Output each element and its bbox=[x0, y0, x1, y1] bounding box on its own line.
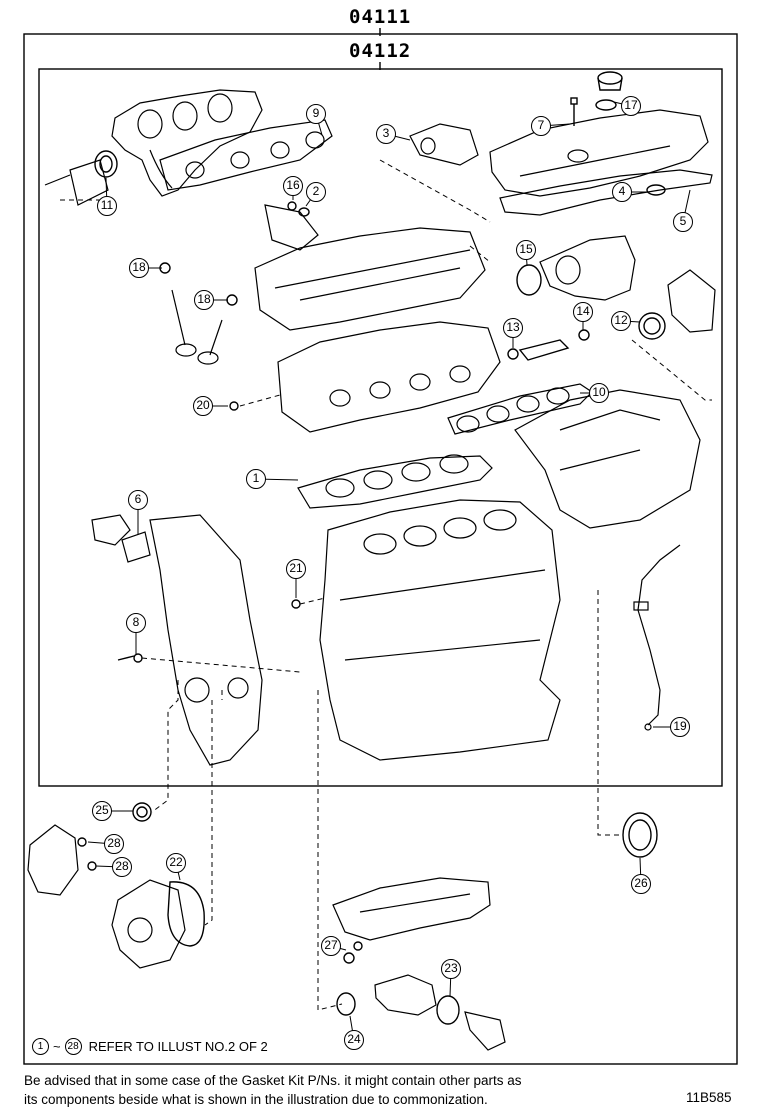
refer-tilde: ~ bbox=[53, 1039, 61, 1054]
callout-1: 1 bbox=[246, 469, 266, 489]
callout-7: 7 bbox=[531, 116, 551, 136]
callout-22: 22 bbox=[166, 853, 186, 873]
callout-28: 28 bbox=[104, 834, 124, 854]
refer-note: 1 ~ 28 REFER TO ILLUST NO.2 OF 2 bbox=[32, 1038, 268, 1055]
drain-plug bbox=[343, 941, 363, 964]
callout-15: 15 bbox=[516, 240, 536, 260]
callout-12: 12 bbox=[611, 311, 631, 331]
throttle-gasket bbox=[516, 264, 542, 296]
exhaust-ring-gasket bbox=[94, 150, 118, 178]
callout-start: 1 bbox=[32, 1038, 49, 1055]
exhaust-manifold bbox=[44, 89, 263, 206]
refer-text: REFER TO ILLUST NO.2 OF 2 bbox=[88, 1039, 268, 1054]
throttle-body bbox=[539, 235, 636, 301]
egr-gasket bbox=[638, 312, 666, 340]
callout-23: 23 bbox=[441, 959, 461, 979]
strainer-gasket bbox=[336, 992, 460, 1025]
kit-04111-frame bbox=[23, 33, 738, 1065]
rear-oil-seal bbox=[622, 812, 658, 858]
callout-27: 27 bbox=[321, 936, 341, 956]
callout-9: 9 bbox=[306, 104, 326, 124]
illustration-code: 11B585 bbox=[686, 1090, 732, 1105]
callout-2: 2 bbox=[306, 182, 326, 202]
callout-3: 3 bbox=[376, 124, 396, 144]
small-orings bbox=[159, 201, 310, 609]
cylinder-block bbox=[319, 499, 561, 761]
head-gasket bbox=[297, 454, 493, 509]
pump-inlet bbox=[27, 824, 79, 896]
callout-25: 25 bbox=[92, 801, 112, 821]
intake-gasket bbox=[447, 383, 593, 435]
callout-8: 8 bbox=[126, 613, 146, 633]
water-pump bbox=[111, 879, 186, 969]
oil-level-gauge bbox=[633, 544, 681, 731]
disclaimer-line: Be advised that in some case of the Gask… bbox=[24, 1073, 522, 1088]
callout-21: 21 bbox=[286, 559, 306, 579]
kit-number-04111: 04111 bbox=[349, 6, 412, 28]
disclaimer: Be advised that in some case of the Gask… bbox=[24, 1071, 664, 1109]
callout-4: 4 bbox=[612, 182, 632, 202]
cylinder-head-cover bbox=[489, 109, 709, 197]
callout-18: 18 bbox=[129, 258, 149, 278]
head-cover-gasket bbox=[499, 169, 713, 216]
disclaimer-line: its components beside what is shown in t… bbox=[24, 1092, 488, 1107]
oil-filler-cap bbox=[595, 71, 666, 196]
kit-04112-frame bbox=[38, 68, 723, 787]
callout-26: 26 bbox=[631, 874, 651, 894]
kit-number-04112: 04112 bbox=[349, 40, 412, 62]
cylinder-head bbox=[277, 321, 501, 433]
cover-bolt bbox=[570, 97, 578, 126]
callout-18: 18 bbox=[194, 290, 214, 310]
callout-10: 10 bbox=[589, 383, 609, 403]
leader-lines bbox=[60, 159, 712, 1011]
intake-manifold bbox=[514, 389, 701, 529]
egr-pipe bbox=[667, 269, 716, 333]
oil-pan bbox=[332, 877, 491, 941]
callout-24: 24 bbox=[344, 1030, 364, 1050]
callout-6: 6 bbox=[128, 490, 148, 510]
callout-end: 28 bbox=[64, 1038, 82, 1055]
valve-group bbox=[171, 204, 319, 365]
camshaft-housing bbox=[254, 227, 486, 331]
exhaust-gasket bbox=[159, 119, 333, 191]
pcv-parts bbox=[507, 329, 590, 361]
callout-20: 20 bbox=[193, 396, 213, 416]
pump-gasket bbox=[167, 881, 205, 947]
water-inlet-gasket bbox=[91, 514, 151, 563]
callout-17: 17 bbox=[621, 96, 641, 116]
timing-bolt bbox=[117, 653, 143, 663]
callout-28: 28 bbox=[112, 857, 132, 877]
callout-14: 14 bbox=[573, 302, 593, 322]
oil-strainer bbox=[374, 974, 506, 1051]
water-outlet bbox=[409, 123, 479, 166]
crank-seal-front bbox=[132, 802, 152, 822]
callout-11: 11 bbox=[97, 196, 117, 216]
callout-13: 13 bbox=[503, 318, 523, 338]
timing-cover bbox=[149, 514, 263, 766]
callout-19: 19 bbox=[670, 717, 690, 737]
callout-16: 16 bbox=[283, 176, 303, 196]
callout-5: 5 bbox=[673, 212, 693, 232]
